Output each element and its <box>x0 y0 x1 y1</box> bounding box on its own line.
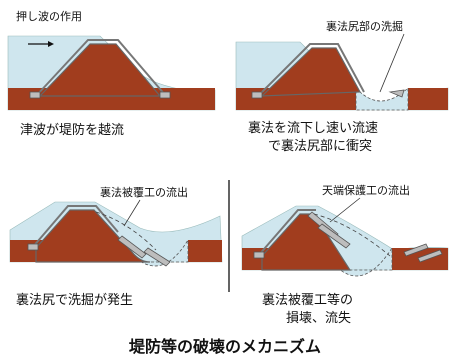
panel4-crest-slab-2 <box>317 223 351 249</box>
panel3-armor-slab-1 <box>117 235 147 259</box>
panel3-label: 裏法被覆工の流出 <box>100 185 188 199</box>
panel-crest-washout: 天端保護工の流出 裏法被覆工等の 損壊、流失 <box>241 183 449 326</box>
panel1-label: 押し波の作用 <box>16 9 82 23</box>
figure-title: 堤防等の破壊のメカニズム <box>129 337 321 356</box>
panel4-armor <box>257 209 316 257</box>
panel1-arrow-head <box>48 41 54 47</box>
panel1-caption: 津波が堤防を越流 <box>20 122 124 138</box>
panel3-caption: 裏法尻で洗掘が発生 <box>16 293 133 308</box>
panel1-armor <box>35 39 167 97</box>
panel1-levee <box>38 43 162 97</box>
panel2-toe-right <box>388 89 405 98</box>
panel2-toe-left <box>251 91 263 99</box>
panel3-toe-left <box>27 243 39 251</box>
panel-overflow: 押し波の作用 津波が堤防を越流 <box>7 9 216 138</box>
panel3-armor-slab-2 <box>143 247 171 267</box>
panel2-ground-right <box>408 88 448 110</box>
panel3-pointer <box>123 199 141 227</box>
panel2-levee <box>260 47 361 97</box>
panel3-ground-right <box>188 240 222 262</box>
panel1-toe-right <box>159 91 171 99</box>
panel4-toe-left <box>253 251 265 259</box>
panel4-flow-dash <box>313 213 391 257</box>
panel4-pointer <box>329 197 361 223</box>
panel2-label: 裏法尻部の洗掘 <box>326 19 403 33</box>
panel4-levee <box>261 213 352 271</box>
panel3-levee <box>35 209 151 263</box>
panel2-pointer <box>379 33 405 93</box>
panel2-caption-line2: で裏法尻部に衝突 <box>268 138 372 154</box>
panel4-debris-2 <box>417 249 443 263</box>
panel3-flow-dash <box>95 211 157 251</box>
panel4-caption-line1: 裏法被覆工等の <box>262 292 353 308</box>
panel4-debris-1 <box>403 243 429 257</box>
panel3-armor <box>31 205 119 249</box>
panel4-label: 天端保護工の流出 <box>322 183 410 197</box>
panel2-scour-pit <box>355 86 409 111</box>
panel-armor-washout: 裏法被覆工の流出 裏法尻で洗掘が発生 <box>9 185 223 308</box>
panel1-toe-left <box>29 91 41 99</box>
panel4-caption-line2: 損壊、流失 <box>286 311 351 326</box>
panel2-armor <box>257 43 365 97</box>
panel2-caption-line1: 裏法を流下し速い流速 <box>248 121 378 136</box>
panel-scour-toe: 裏法尻部の洗掘 裏法を流下し速い流速 で裏法尻部に衝突 <box>235 19 449 154</box>
